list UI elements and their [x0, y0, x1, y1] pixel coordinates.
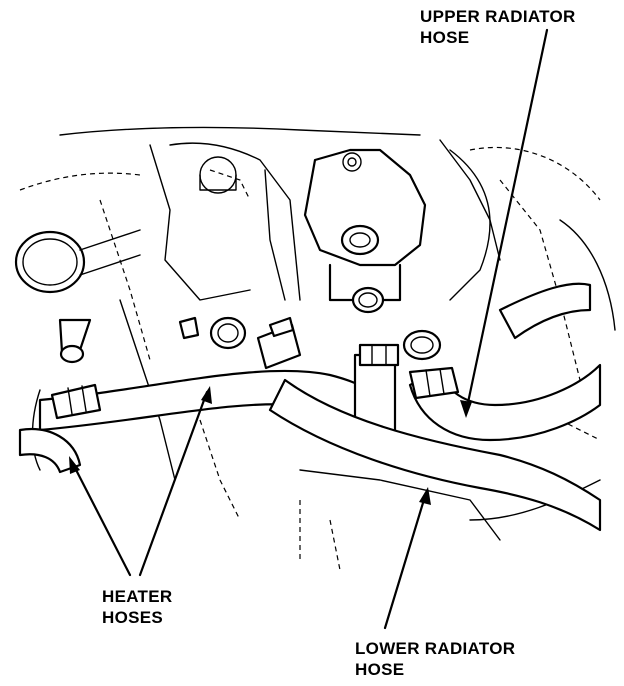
- engine-block-outline: [19, 126, 616, 571]
- heater-hoses-label: HEATER HOSES: [102, 586, 172, 628]
- heater-hoses-label-line2: HOSES: [102, 608, 164, 627]
- hose-fittings: [58, 286, 442, 364]
- lower-radiator-hose-label: LOWER RADIATOR HOSE: [355, 638, 515, 680]
- upper-radiator-hose-label: UPPER RADIATOR HOSE: [420, 6, 576, 48]
- lower-radiator-hose-label-line2: HOSE: [355, 660, 405, 679]
- heater-hoses-label-line1: HEATER: [102, 587, 173, 606]
- upper-radiator-hose: [408, 282, 602, 442]
- hose-clamps: [50, 316, 460, 420]
- heater-hose-left: [18, 369, 397, 474]
- thermostat-housing: [303, 148, 491, 302]
- intake-ring: [14, 156, 237, 294]
- leader-arrows: [69, 28, 549, 630]
- lower-radiator-hose: [268, 378, 602, 532]
- upper-radiator-hose-label-line1: UPPER RADIATOR: [420, 7, 576, 26]
- lower-radiator-hose-label-line1: LOWER RADIATOR: [355, 639, 516, 658]
- upper-radiator-hose-label-line2: HOSE: [420, 28, 470, 47]
